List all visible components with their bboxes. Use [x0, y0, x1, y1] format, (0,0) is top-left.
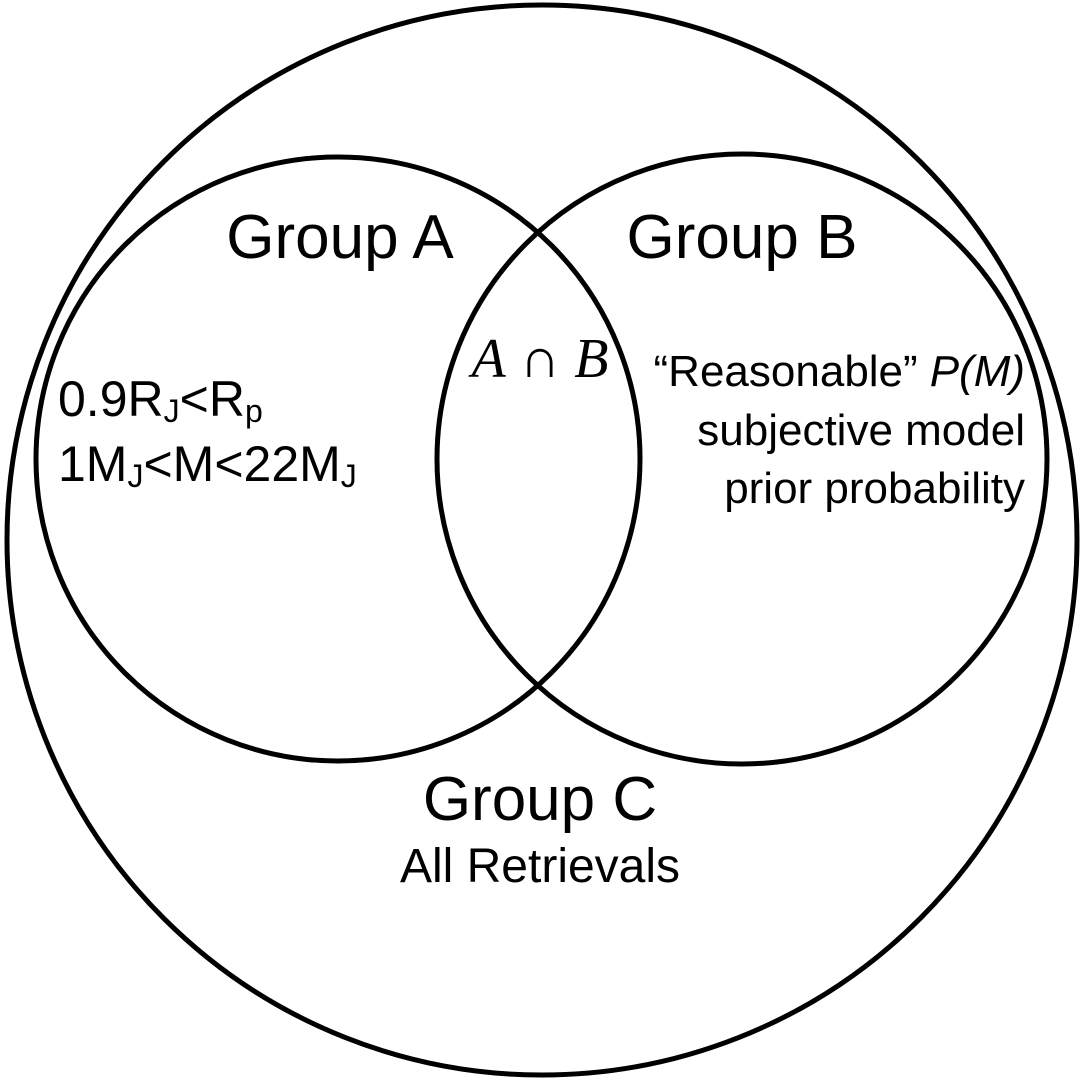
mass-criterion-sub-j2: J: [341, 458, 357, 494]
group-c-subtitle: All Retrievals: [400, 840, 680, 893]
group-b-line-1: “Reasonable”P(M): [654, 347, 1025, 396]
mass-criterion-mid: <M<22M: [143, 436, 340, 492]
intersection-label: A∩B: [468, 328, 609, 390]
group-b-pm: P(M): [930, 347, 1025, 396]
intersection-operator: ∩: [520, 328, 560, 390]
intersection-set-b: B: [574, 328, 608, 390]
radius-criterion-sub-p: p: [245, 393, 263, 429]
group-a-title: Group A: [226, 203, 454, 272]
intersection-set-a: A: [468, 328, 507, 390]
group-a-circle: [33, 154, 643, 764]
group-a-radius-criterion: 0.9RJ<Rp: [58, 371, 263, 429]
group-b-quote: “Reasonable”: [654, 347, 918, 396]
radius-criterion-mid: <R: [180, 371, 245, 427]
group-c-circle: [4, 2, 1080, 1078]
group-b-line-2: subjective model: [697, 406, 1025, 455]
mass-criterion-base: 1M: [58, 436, 127, 492]
radius-criterion-sub-j: J: [164, 393, 180, 429]
group-b-circle: [434, 151, 1050, 767]
group-c-title: Group C: [423, 765, 657, 834]
group-a-mass-criterion: 1MJ<M<22MJ: [58, 436, 357, 494]
radius-criterion-base: 0.9R: [58, 371, 164, 427]
mass-criterion-sub-j1: J: [127, 458, 143, 494]
group-b-line-3: prior probability: [724, 464, 1025, 513]
group-b-title: Group B: [627, 203, 858, 272]
